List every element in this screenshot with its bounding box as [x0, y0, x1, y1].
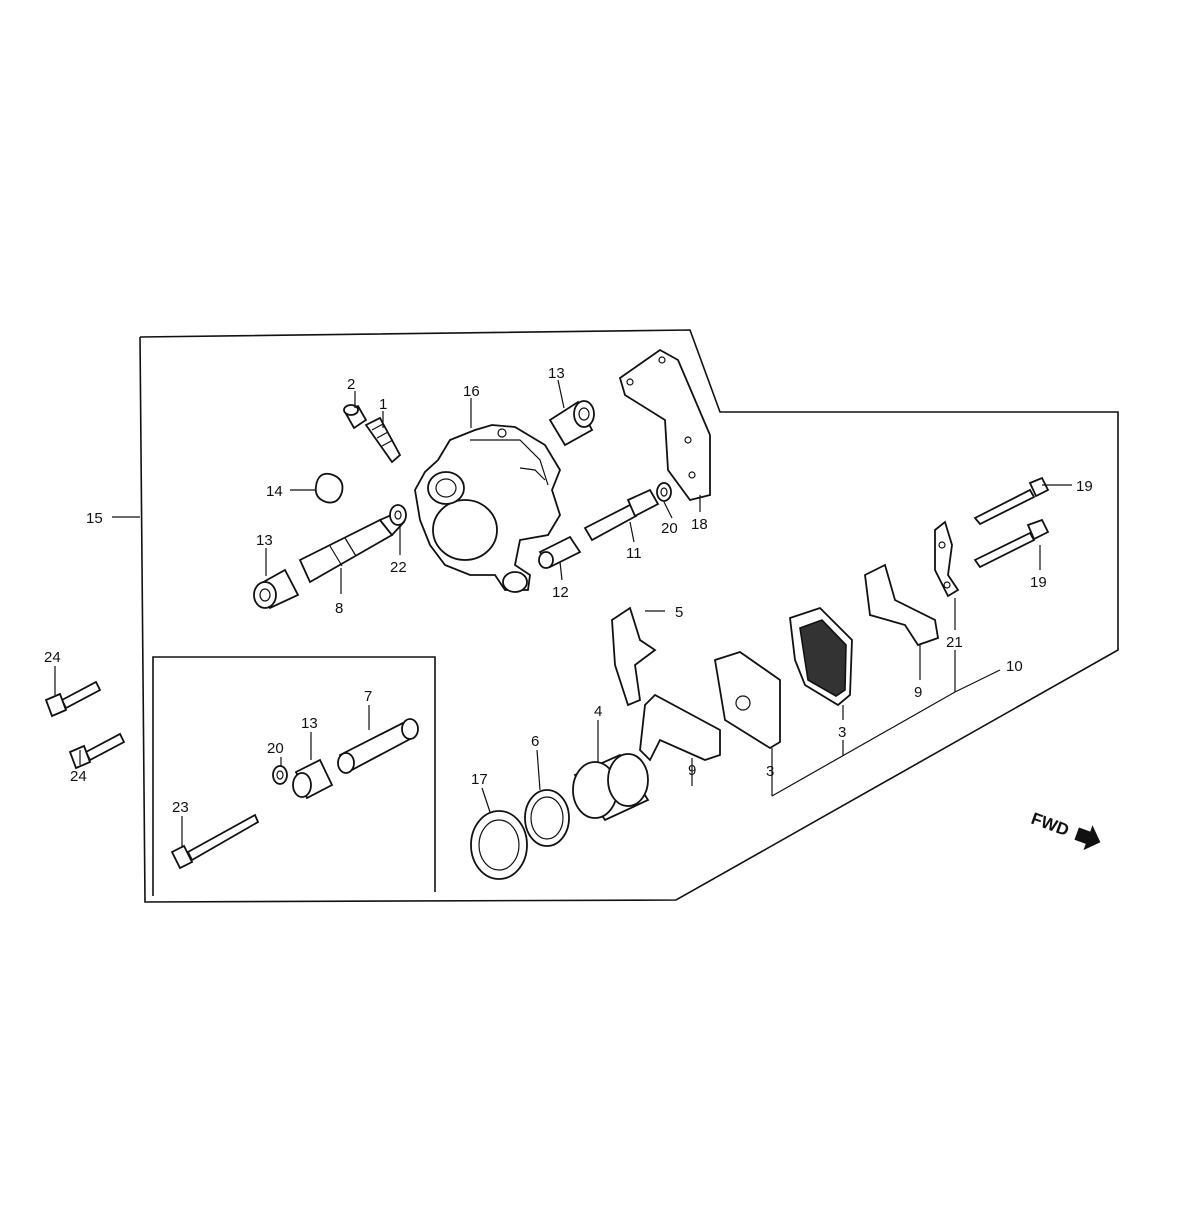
label-19-bottom: 19: [1030, 574, 1047, 591]
bushing-12: [538, 535, 582, 569]
boot-13-top: [548, 400, 595, 447]
label-5: 5: [675, 604, 683, 621]
label-1: 1: [379, 396, 387, 413]
label-24-top: 24: [44, 649, 61, 666]
label-9-lower: 9: [688, 762, 696, 779]
label-15: 15: [86, 510, 103, 527]
label-19-top: 19: [1076, 478, 1093, 495]
arrow-right-icon: [1074, 825, 1101, 851]
brake-pad-3-right: [789, 606, 853, 707]
bolt-19-top: [973, 476, 1050, 526]
bleeder-cap: [343, 404, 368, 430]
shim-9-upper: [864, 563, 940, 647]
label-7: 7: [364, 688, 372, 705]
label-17: 17: [471, 771, 488, 788]
boot-13-inset: [292, 758, 334, 800]
label-13-inset: 13: [301, 715, 318, 732]
label-16: 16: [463, 383, 480, 400]
label-11: 11: [626, 545, 642, 562]
boot-14: [314, 472, 344, 504]
label-3-right: 3: [838, 724, 846, 741]
label-23: 23: [172, 799, 189, 816]
fwd-label: FWD: [1029, 809, 1072, 840]
label-20-top: 20: [661, 520, 678, 537]
label-14: 14: [266, 483, 283, 500]
slide-pin-7: [337, 718, 419, 774]
washer-20-top: [656, 482, 672, 502]
piston-seal-6: [524, 789, 570, 847]
brake-pad-3-left: [713, 651, 781, 750]
washer-20-inset: [272, 765, 288, 785]
label-6: 6: [531, 733, 539, 750]
washer-22: [389, 504, 407, 526]
label-20-inset: 20: [267, 740, 284, 757]
pin-11: [583, 488, 660, 542]
boot-13-left: [253, 568, 300, 610]
dust-seal-17: [470, 810, 528, 880]
bolt-23: [170, 813, 260, 870]
spring-clip-5: [611, 606, 657, 707]
label-3-left: 3: [766, 763, 774, 780]
label-21: 21: [946, 634, 963, 651]
label-9-upper: 9: [914, 684, 922, 701]
bracket-18: [618, 348, 711, 502]
slide-pin-8: [298, 510, 406, 584]
label-10: 10: [1006, 658, 1023, 675]
bolt-24-top: [44, 680, 102, 718]
inset-kit-box: [152, 656, 436, 896]
part-labels: 2 1 16 13 14 15 13 8 22 11 20 18 12 5 19…: [44, 365, 1093, 816]
label-4: 4: [594, 703, 602, 720]
label-18: 18: [691, 516, 708, 533]
pad-set-bracket: [771, 650, 1001, 797]
piston-4: [572, 753, 650, 822]
label-22: 22: [390, 559, 407, 576]
label-2: 2: [347, 376, 355, 393]
pad-retainer-21: [934, 520, 960, 598]
assembly-outline: [112, 329, 1119, 903]
label-13-left: 13: [256, 532, 273, 549]
fwd-direction-marker: FWD: [1029, 809, 1101, 851]
shim-9-lower: [639, 693, 721, 762]
bleeder-screw: [364, 416, 402, 464]
leader-lines: [54, 379, 1072, 848]
bolt-24-bottom: [68, 732, 126, 770]
label-8: 8: [335, 600, 343, 617]
label-12: 12: [552, 584, 569, 601]
label-13-top: 13: [548, 365, 565, 382]
caliper-body: [414, 424, 562, 593]
bolt-19-bottom: [973, 518, 1050, 569]
label-24-bottom: 24: [70, 768, 87, 785]
